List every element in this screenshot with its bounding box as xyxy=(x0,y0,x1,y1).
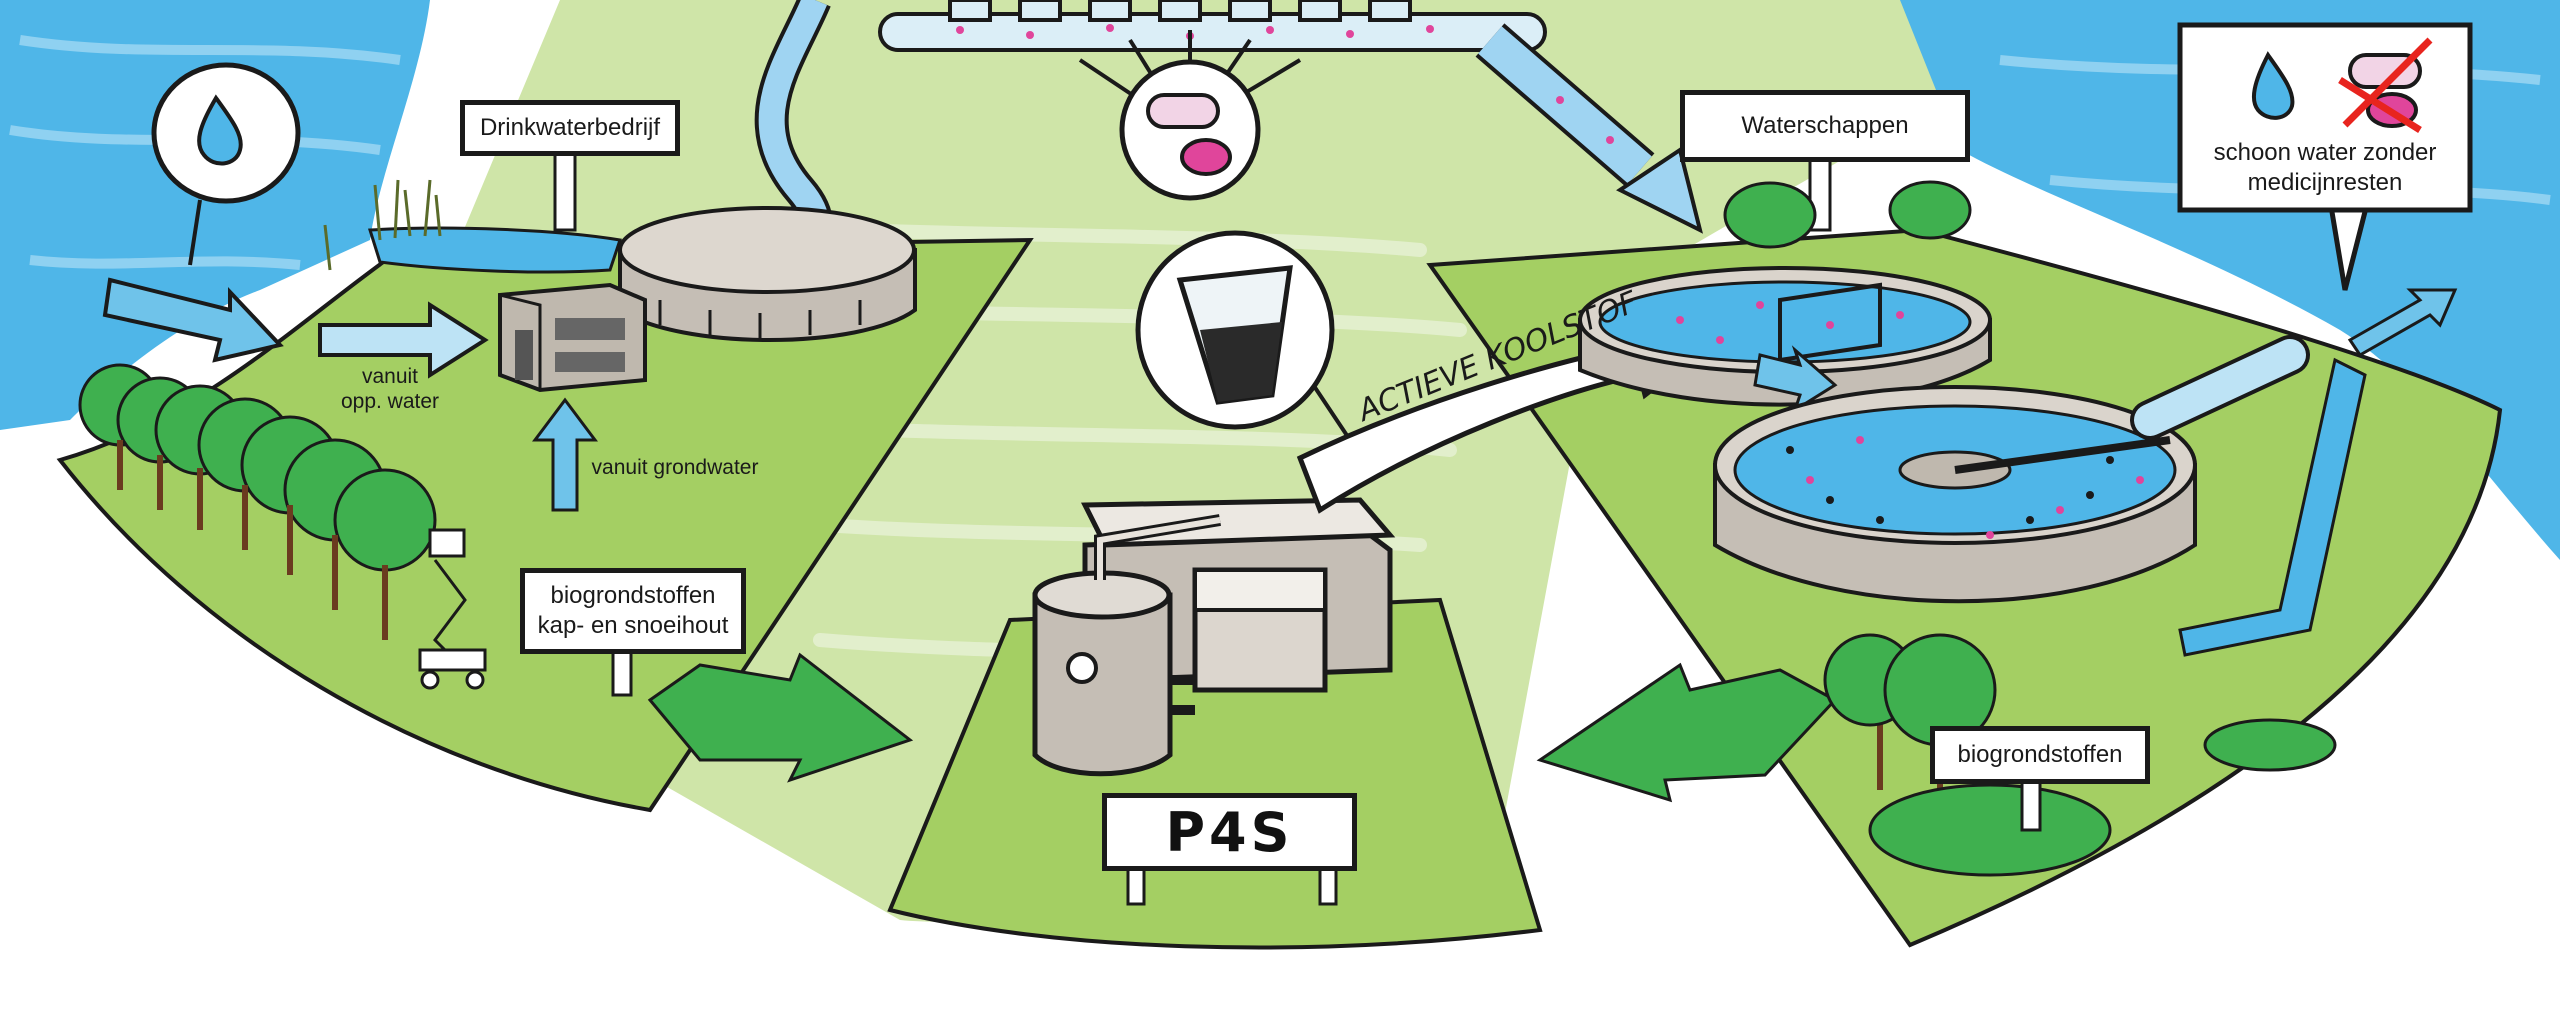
surface-water-line2: opp. water xyxy=(340,390,440,413)
pressure-gauge-icon xyxy=(1066,652,1098,684)
p4s-installation xyxy=(1032,497,1396,777)
pill-icon xyxy=(1078,30,1302,201)
groundwater-arrow xyxy=(532,397,598,512)
outflow-arrow xyxy=(2347,288,2458,357)
beaker-icon xyxy=(1135,230,1352,442)
aerial-lift xyxy=(418,528,487,690)
bio-right-sign: biogrondstoffen xyxy=(1930,726,2150,784)
drinkwater-tank xyxy=(618,206,917,342)
p4s-label: P4S xyxy=(1165,800,1294,864)
pond xyxy=(367,226,622,274)
bio-left-line2: kap- en snoeihout xyxy=(537,612,729,639)
clean-water-label-box: schoon water zonder medicijnresten xyxy=(2185,130,2465,206)
surface-water-label: vanuit opp. water xyxy=(320,364,460,414)
water-inflow-arrow xyxy=(102,277,284,363)
bio-left-line1: biogrondstoffen xyxy=(550,582,716,609)
drinkwater-sign-post xyxy=(553,148,577,232)
crossed-pill-icon xyxy=(2338,37,2433,133)
surface-water-line1: vanuit xyxy=(361,365,419,388)
biomass-arrow-right xyxy=(1536,662,1838,803)
surface-water-pipe xyxy=(318,301,489,379)
drinkwater-building xyxy=(498,282,647,393)
groundwater-label: vanuit grondwater xyxy=(591,456,759,479)
transfer-arrow xyxy=(1753,345,1838,414)
canal xyxy=(2178,357,2367,657)
drinkwater-sign: Drinkwaterbedrijf xyxy=(460,100,680,156)
water-drop-icon xyxy=(151,62,301,266)
waterschappen-sign: Waterschappen xyxy=(1680,90,1970,162)
biomass-arrow-left xyxy=(647,652,914,783)
bio-right-sign-post xyxy=(2020,778,2042,832)
bio-left-sign: biogrondstoffen kap- en snoeihout xyxy=(520,568,746,654)
waterschappen-label: Waterschappen xyxy=(1741,112,1909,139)
treatment-basin-2 xyxy=(1713,385,2197,604)
bio-right-label: biogrondstoffen xyxy=(1957,741,2123,768)
clean-water-callout xyxy=(2177,22,2473,291)
clean-water-line2: medicijnresten xyxy=(2247,169,2403,196)
p4s-sign: P4S xyxy=(1102,793,1357,871)
bio-left-sign-post xyxy=(611,648,633,697)
water-drop-icon xyxy=(2251,51,2295,120)
clean-water-line1: schoon water zonder xyxy=(2213,139,2437,166)
shrubs xyxy=(1723,180,2337,772)
reeds xyxy=(323,179,442,271)
left-water xyxy=(0,0,430,430)
drinkwater-label: Drinkwaterbedrijf xyxy=(479,114,661,141)
